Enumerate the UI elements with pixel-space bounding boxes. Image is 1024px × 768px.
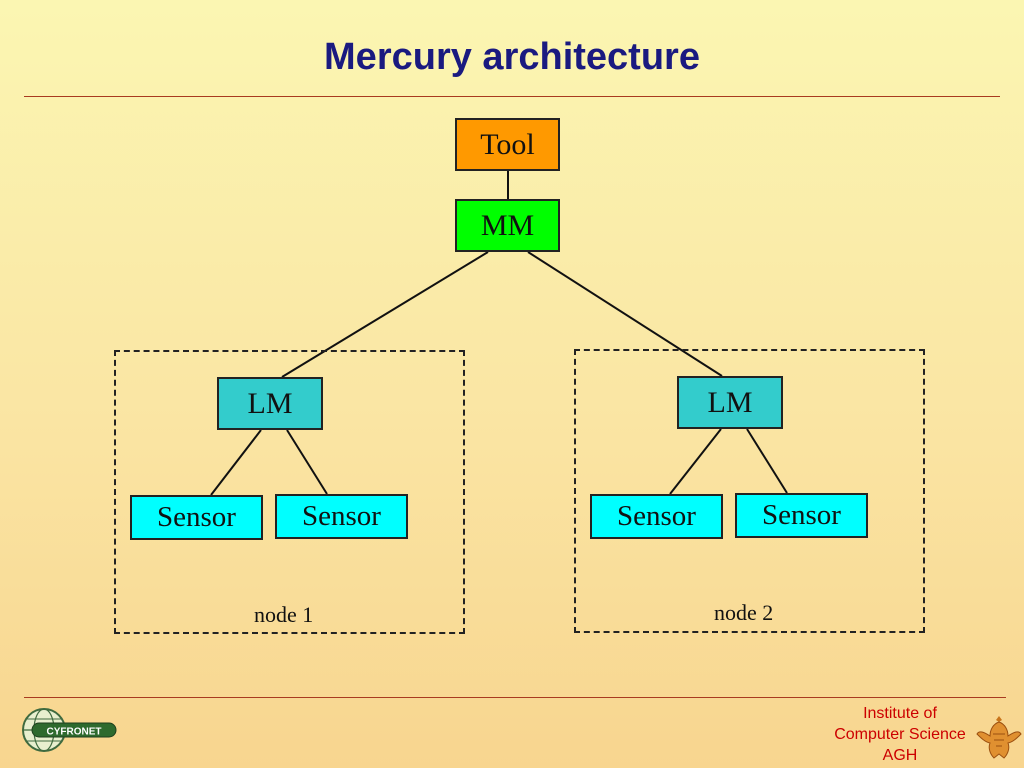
- node-1-sensor-1: Sensor: [130, 495, 263, 540]
- node-1-sensor-2-label: Sensor: [302, 500, 381, 532]
- connector-lm1-sensor1: [210, 429, 262, 496]
- node-2-sensor-1-label: Sensor: [617, 500, 696, 532]
- cyfronet-logo-icon: CYFRONET: [22, 708, 117, 752]
- footer-divider: [24, 697, 1006, 698]
- logo-text: CYFRONET: [47, 727, 102, 738]
- slide-title: Mercury architecture: [324, 36, 700, 78]
- tool-label: Tool: [480, 127, 535, 161]
- connector-lm2-sensor2: [746, 428, 788, 494]
- connector-mm-lm2: [527, 251, 723, 377]
- node-2-frame: [574, 349, 925, 633]
- connector-lm1-sensor2: [286, 429, 328, 495]
- node-2-lm-box: LM: [677, 376, 783, 429]
- mm-label: MM: [480, 208, 535, 242]
- title-divider: [24, 96, 1000, 97]
- tool-box: Tool: [455, 118, 560, 171]
- node-1-label: node 1: [254, 602, 314, 627]
- node-2-sensor-1: Sensor: [590, 494, 723, 539]
- institute-text: Institute of Computer Science AGH: [820, 703, 980, 766]
- node-2-label: node 2: [714, 600, 774, 625]
- mm-box: MM: [455, 199, 560, 252]
- connector-lm2-sensor1: [669, 428, 722, 495]
- institute-line-2: Computer Science: [834, 726, 966, 743]
- node-2-sensor-2-label: Sensor: [762, 499, 841, 531]
- node-2-sensor-2: Sensor: [735, 493, 868, 538]
- node-1-frame: [114, 350, 465, 634]
- node-1-sensor-1-label: Sensor: [157, 501, 236, 533]
- node-1-lm-box: LM: [217, 377, 323, 430]
- node-1-sensor-2: Sensor: [275, 494, 408, 539]
- institute-line-3: AGH: [882, 747, 918, 764]
- connector-mm-lm1: [281, 251, 489, 378]
- node-2-lm-label: LM: [707, 385, 753, 419]
- institute-line-1: Institute of: [863, 705, 937, 722]
- node-1-lm-label: LM: [247, 386, 293, 420]
- agh-eagle-icon: [976, 716, 1022, 759]
